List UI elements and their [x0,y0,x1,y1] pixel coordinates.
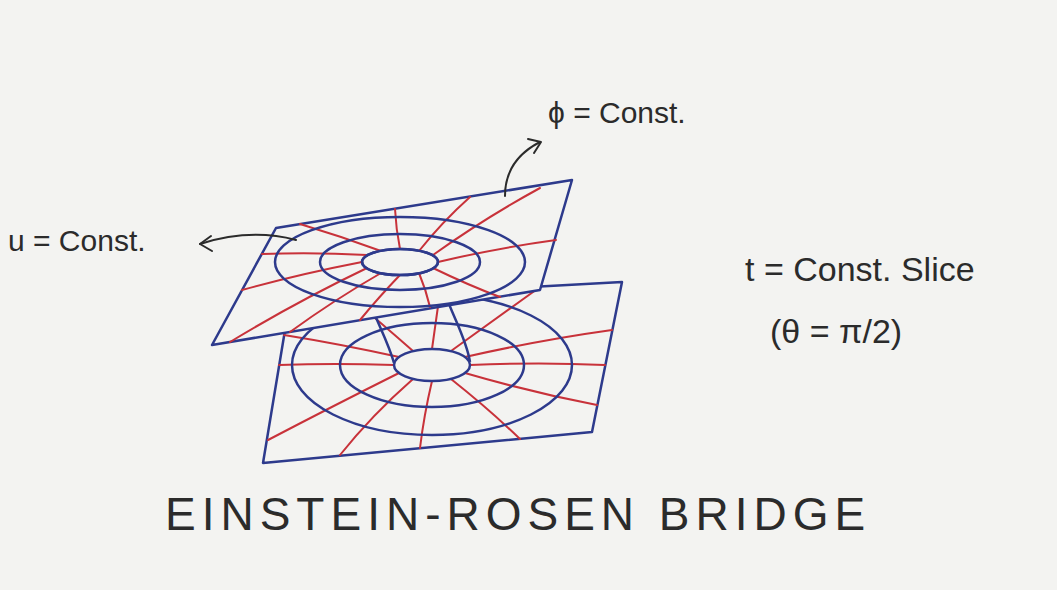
upper-sheet [212,180,572,345]
u-curve [362,249,438,275]
upper-u-curves [275,217,525,307]
leader-arrows [200,139,541,251]
u-curve [394,349,470,381]
u-curve [275,217,525,307]
arrow-head [200,236,212,251]
phi-line [290,273,381,332]
upper-plane [212,180,572,345]
phi-line [340,379,413,455]
u-curve [340,323,524,407]
arrow-head [528,139,541,153]
u-curve [320,234,480,290]
upper-phi-lines [230,188,556,342]
leader-line [200,235,296,244]
phi-line [242,262,362,290]
phi-line [420,381,432,448]
phi-label: ϕ = Const. [548,96,686,131]
phi-line [465,330,612,357]
phi-line [300,224,381,251]
phi-line [395,209,400,249]
phi-line [230,268,367,342]
phi-line [438,240,556,262]
phi-line [470,364,605,366]
u-label: u = Const. [8,224,146,259]
theta-label: (θ = π/2) [770,312,902,351]
slice-label: t = Const. Slice [745,250,975,289]
phi-line [279,364,394,365]
diagram-title: EINSTEIN-ROSEN BRIDGE [165,488,871,541]
